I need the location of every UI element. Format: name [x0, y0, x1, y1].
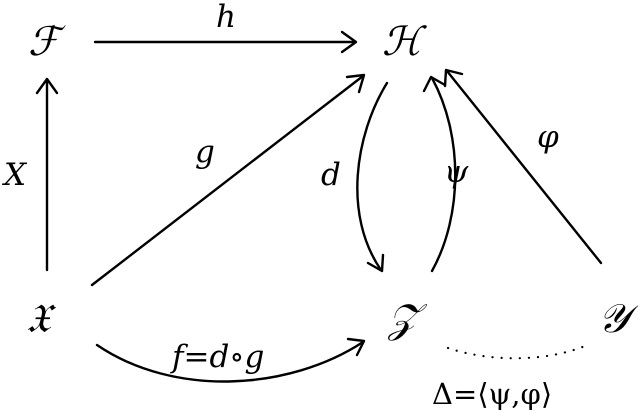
node-h: ℋ	[382, 19, 427, 65]
node-f: ℱ	[28, 19, 66, 65]
edge-phi	[443, 68, 603, 265]
edge-psi	[422, 75, 457, 273]
edge-f	[95, 337, 366, 383]
label-delta: Δ=⟨ψ,φ⟩	[432, 377, 552, 411]
edge-d	[356, 81, 389, 273]
label-h: h	[216, 0, 236, 35]
label-phi: φ	[537, 119, 559, 155]
node-y: 𝒴	[598, 296, 639, 342]
edge-delta	[446, 344, 587, 360]
label-d: d	[321, 157, 341, 193]
node-z: 𝒵	[387, 296, 428, 342]
edge-g	[90, 73, 366, 287]
label-psi: ψ	[444, 154, 469, 190]
label-g: g	[195, 134, 215, 170]
edge-x	[35, 77, 59, 272]
label-f: f=d∘g	[170, 339, 264, 375]
node-x: 𝔛	[26, 296, 57, 342]
edge-h	[93, 30, 358, 54]
label-x: X	[2, 157, 28, 193]
